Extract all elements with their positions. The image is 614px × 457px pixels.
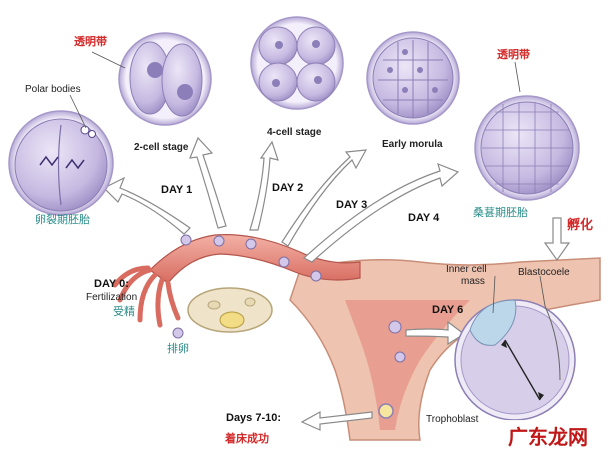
label-blastocoele: Blastocoele	[518, 267, 570, 278]
four-cell-embryo	[250, 16, 344, 110]
label-inner-cell-mass-2: mass	[461, 276, 485, 287]
label-early-morula: Early morula	[382, 139, 443, 150]
label-day4: DAY 4	[408, 212, 440, 224]
zygote-cell	[8, 110, 114, 216]
arrow-day2	[189, 136, 227, 229]
watermark-text: 广东龙网	[508, 425, 588, 449]
label-implantation-cn: 着床成功	[224, 431, 269, 445]
development-arrows	[102, 136, 571, 431]
label-fertilization: Fertilization	[86, 292, 137, 303]
label-ovulation-cn: 排卵	[167, 341, 189, 355]
label-day1: DAY 1	[161, 184, 192, 196]
leader-lines	[69, 51, 546, 314]
morula	[474, 95, 580, 201]
label-fertilization-cn: 受精	[113, 305, 135, 318]
label-4-cell-stage: 4-cell stage	[267, 127, 322, 138]
label-zona-pellucida-right: 透明带	[497, 47, 530, 61]
blastocyst	[454, 299, 576, 421]
arrow-day5	[302, 162, 460, 263]
early-morula	[366, 31, 460, 125]
label-2-cell-stage: 2-cell stage	[134, 142, 189, 153]
arrow-hatch	[543, 217, 571, 262]
label-day2: DAY 2	[272, 182, 303, 194]
label-hatching: 孵化	[567, 217, 593, 233]
label-polar-bodies: Polar bodies	[25, 84, 81, 95]
label-morula-embryo: 桑葚期胚胎	[473, 205, 528, 219]
arrow-day4	[281, 149, 368, 247]
label-cleavage-embryo: 卵裂期胚胎	[35, 212, 90, 226]
label-zona-pellucida-top: 透明带	[74, 34, 107, 48]
arrow-day3	[249, 140, 279, 231]
label-days-7-10: Days 7-10:	[226, 412, 281, 424]
label-inner-cell-mass-1: Inner cell	[446, 264, 487, 275]
label-day0: DAY 0:	[94, 278, 129, 290]
arrow-day6	[405, 320, 466, 346]
label-trophoblast: Trophoblast	[426, 414, 479, 425]
watermark: 广东龙网	[500, 420, 612, 452]
two-cell-embryo	[118, 32, 212, 126]
label-day3: DAY 3	[336, 199, 367, 211]
arrow-day1	[102, 176, 191, 235]
embryos-in-tube	[172, 234, 406, 419]
arrow-day7	[300, 410, 373, 431]
label-day6: DAY 6	[432, 304, 463, 316]
